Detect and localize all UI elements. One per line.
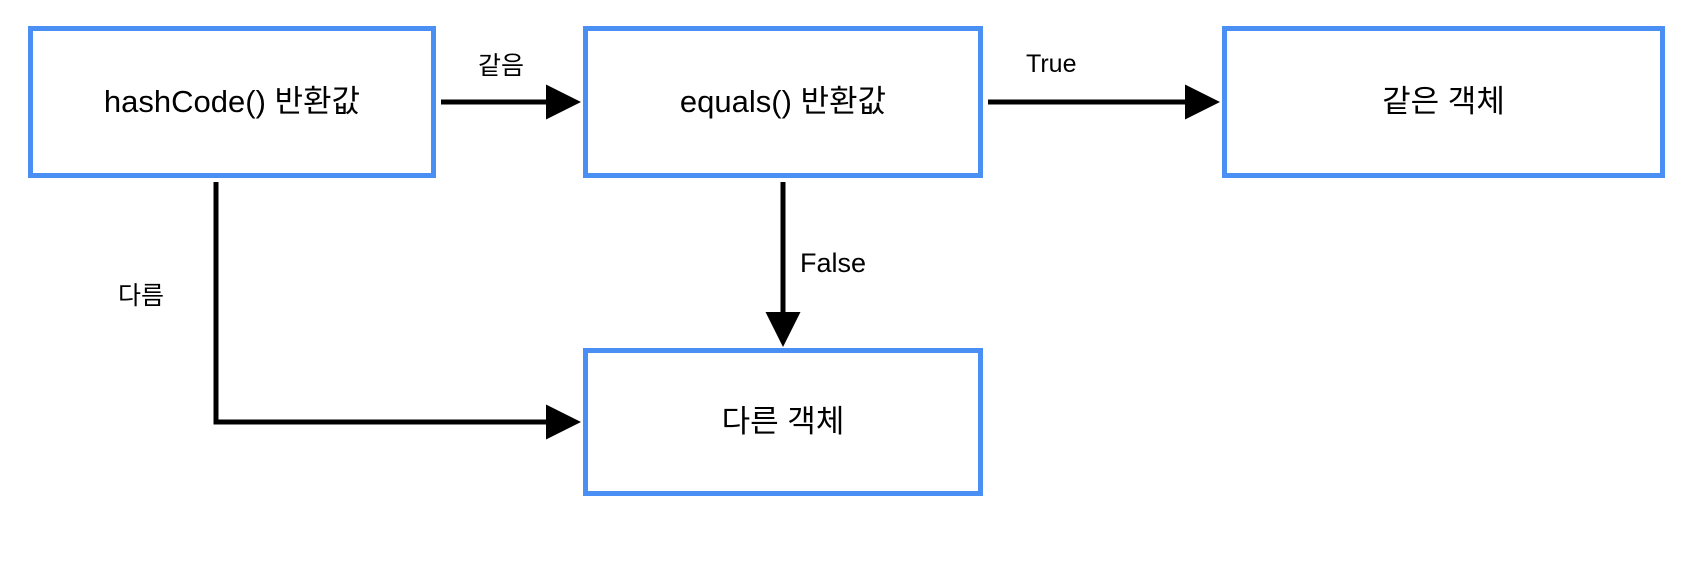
edge-label-true: True (1026, 50, 1077, 78)
node-equals-label: equals() 반환값 (679, 84, 887, 120)
edge-hashcode-to-different (213, 182, 582, 440)
node-different-object-label: 다른 객체 (721, 404, 845, 440)
edge-label-hashcode-equal: 같음 (478, 52, 525, 80)
node-equals-return-value[interactable]: equals() 반환값 (583, 26, 983, 178)
node-same-object[interactable]: 같은 객체 (1222, 26, 1665, 178)
node-hashcode-label: hashCode() 반환값 (103, 84, 361, 120)
node-different-object[interactable]: 다른 객체 (583, 348, 983, 496)
node-hashcode-return-value[interactable]: hashCode() 반환값 (28, 26, 436, 178)
edge-label-false: False (800, 248, 867, 278)
edge-label-hashcode-different: 다름 (118, 282, 165, 310)
node-same-object-label: 같은 객체 (1382, 84, 1505, 120)
